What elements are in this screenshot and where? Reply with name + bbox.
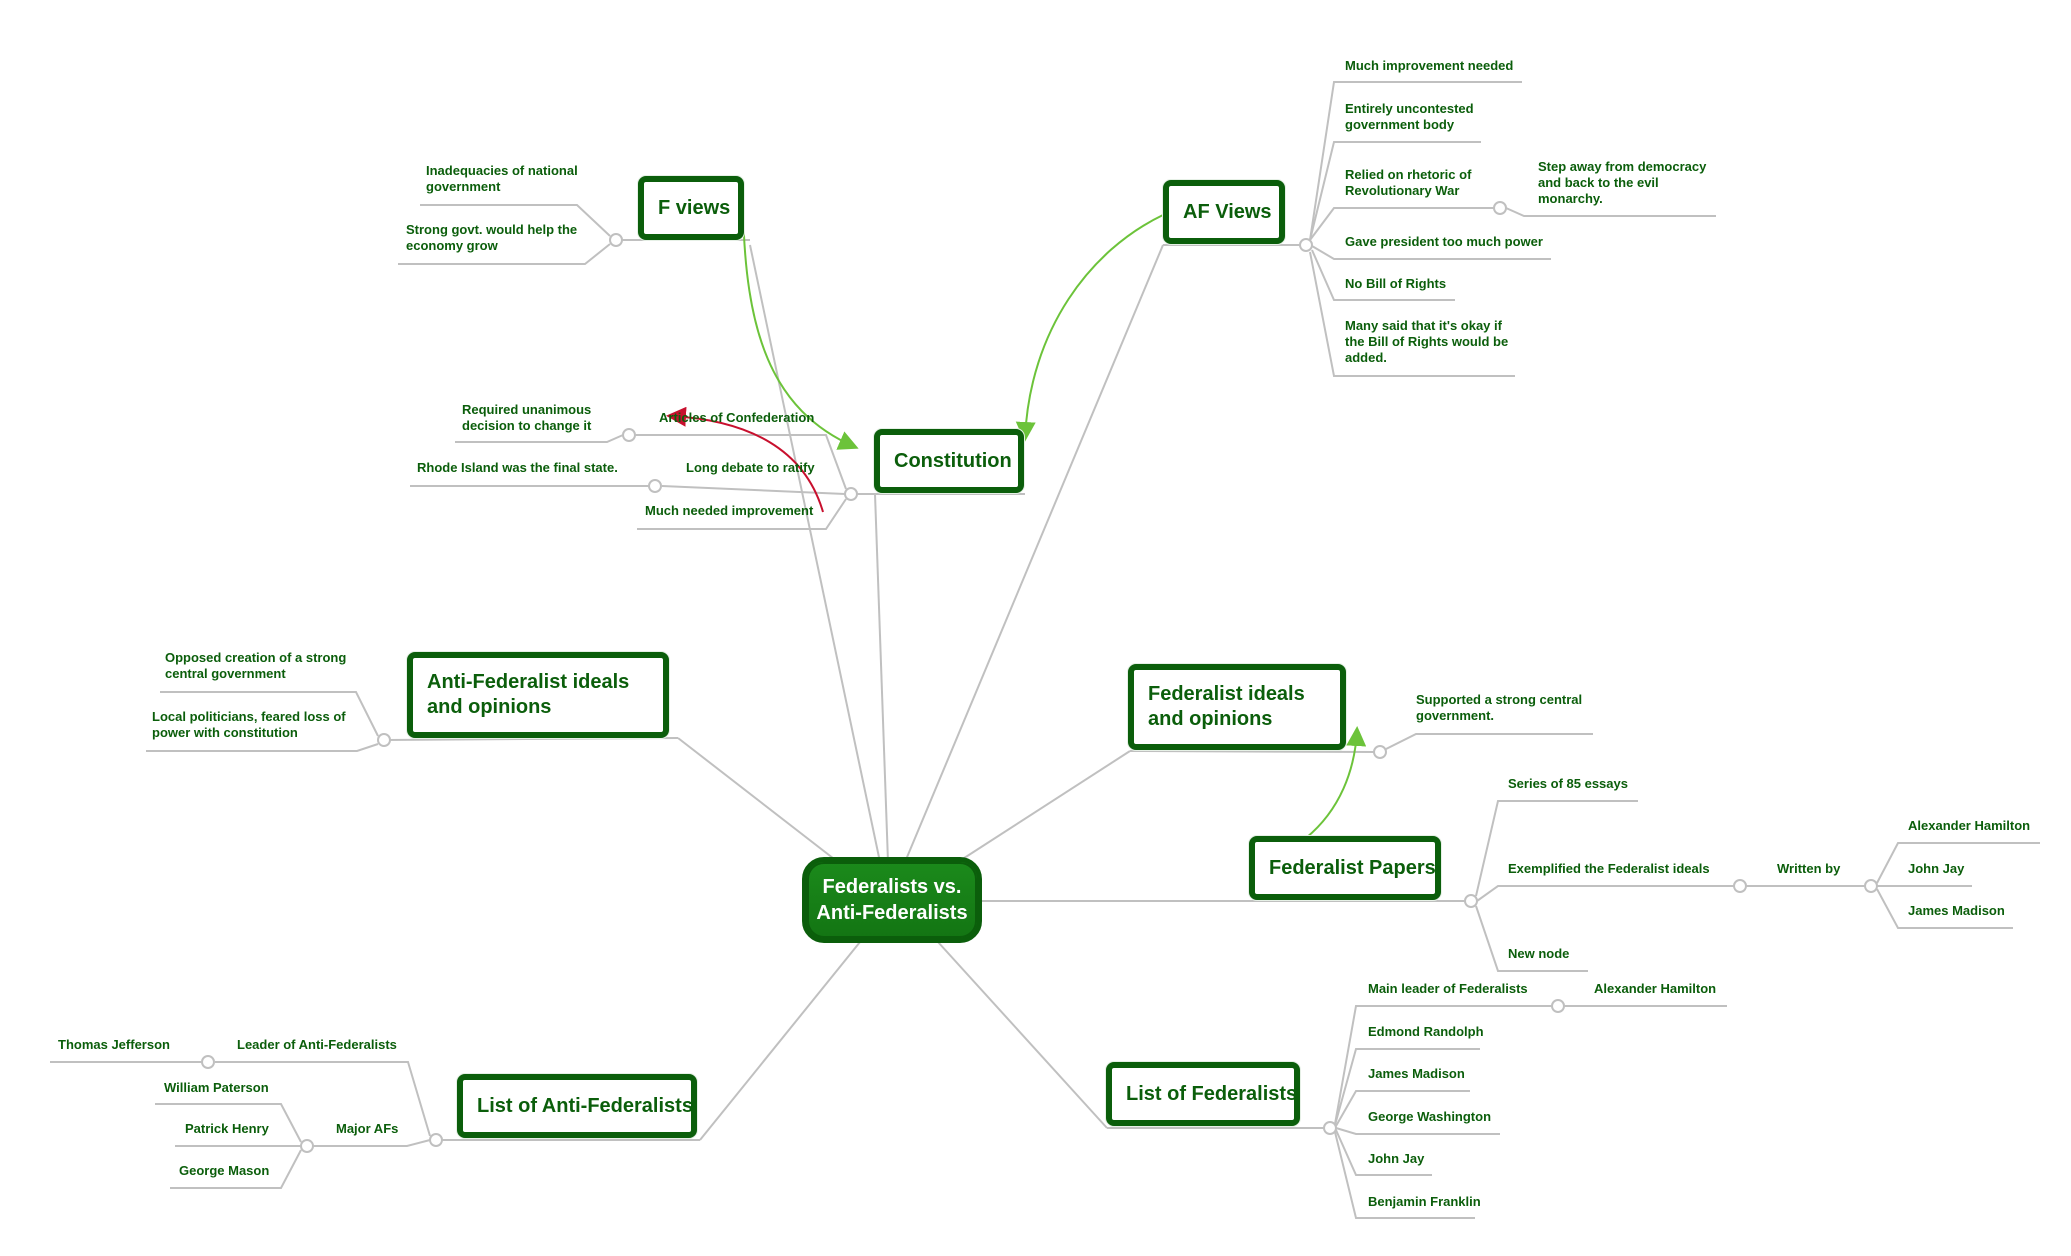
- topic-list-of-anti-federalists[interactable]: List of Anti-Federalists: [457, 1074, 697, 1138]
- subtopic-exemplified-ideals[interactable]: Exemplified the Federalist ideals: [1508, 861, 1710, 876]
- topic-constitution-label: Constitution: [894, 449, 1012, 472]
- subtopic-local-politicians[interactable]: Local politicians, feared loss of power …: [152, 709, 346, 740]
- topic-list-of-federalists[interactable]: List of Federalists: [1106, 1062, 1300, 1126]
- topic-anti-federalist-ideals[interactable]: Anti-Federalist ideals and opinions: [407, 652, 669, 738]
- subtopic-john-jay[interactable]: John Jay: [1368, 1151, 1425, 1166]
- subtopic-main-leader-federalists[interactable]: Main leader of Federalists: [1368, 981, 1528, 996]
- subtopic-step-away-democracy[interactable]: Step away from democracy and back to the…: [1538, 159, 1707, 206]
- subtopic-edmond-randolph[interactable]: Edmond Randolph: [1368, 1024, 1484, 1039]
- relationship-f-views-to-constitution: [742, 205, 859, 450]
- subtopic-long-debate[interactable]: Long debate to ratify: [686, 460, 815, 475]
- subtopic-author-jay[interactable]: John Jay: [1908, 861, 1965, 876]
- subtopic-george-washington[interactable]: George Washington: [1368, 1109, 1492, 1124]
- subtopic-no-bill-of-rights[interactable]: No Bill of Rights: [1345, 276, 1447, 291]
- topic-anti-federalist-ideals-label: Anti-Federalist ideals and opinions: [427, 671, 630, 718]
- subtopic-president-power[interactable]: Gave president too much power: [1345, 234, 1543, 249]
- subtopic-new-node[interactable]: New node: [1508, 946, 1570, 961]
- subtopic-patrick-henry[interactable]: Patrick Henry: [185, 1121, 269, 1136]
- subtopic-unanimous-decision[interactable]: Required unanimous decision to change it: [462, 402, 592, 433]
- subtopic-inadequacies[interactable]: Inadequacies of national government: [426, 163, 578, 194]
- relationship-af-views-to-constitution: [1015, 214, 1164, 442]
- subtopic-thomas-jefferson[interactable]: Thomas Jefferson: [58, 1037, 170, 1052]
- relationship-fed-papers-to-fed-ideals: [1305, 726, 1367, 839]
- branch-to-constitution: [874, 493, 889, 863]
- subtopic-rhetoric-revolutionary-war[interactable]: Relied on rhetoric of Revolutionary War: [1345, 167, 1472, 198]
- topic-constitution[interactable]: Constitution: [874, 429, 1024, 493]
- topic-federalist-ideals-label: Federalist ideals and opinions: [1148, 683, 1305, 730]
- topic-f-views-label: F views: [658, 196, 731, 219]
- topic-f-views[interactable]: F views: [638, 176, 744, 240]
- subtopic-much-needed-improvement[interactable]: Much needed improvement: [645, 503, 814, 518]
- subtopic-supported-strong-government[interactable]: Supported a strong central government.: [1416, 692, 1583, 723]
- branch-to-af-views: [904, 244, 1164, 863]
- central-topic[interactable]: Federalists vs. Anti-Federalists: [802, 857, 982, 943]
- topic-federalist-papers-label: Federalist Papers: [1269, 856, 1436, 879]
- subtopic-author-madison[interactable]: James Madison: [1908, 903, 2005, 918]
- branch-to-list-anti-feds: [699, 941, 861, 1141]
- subtopic-uncontested-government[interactable]: Entirely uncontested government body: [1345, 101, 1474, 132]
- branch-to-fed-ideals: [957, 750, 1131, 863]
- subtopic-william-paterson[interactable]: William Paterson: [164, 1080, 269, 1095]
- relationship-improvement-to-articles: [666, 406, 824, 513]
- topic-list-of-anti-federalists-label: List of Anti-Federalists: [477, 1094, 693, 1117]
- subtopic-leader-anti-federalists[interactable]: Leader of Anti-Federalists: [237, 1037, 397, 1052]
- topic-federalist-papers[interactable]: Federalist Papers: [1249, 836, 1441, 900]
- subtopic-james-madison[interactable]: James Madison: [1368, 1066, 1465, 1081]
- subtopic-series-of-85-essays[interactable]: Series of 85 essays: [1508, 776, 1628, 791]
- subtopic-opposed-strong-government[interactable]: Opposed creation of a strong central gov…: [165, 650, 347, 681]
- subtopic-strong-govt-economy[interactable]: Strong govt. would help the economy grow: [406, 222, 578, 253]
- topic-list-of-federalists-label: List of Federalists: [1126, 1082, 1298, 1105]
- subtopic-articles-of-confederation[interactable]: Articles of Confederation: [659, 410, 815, 425]
- topic-af-views[interactable]: AF Views: [1163, 180, 1285, 244]
- subtopic-rhode-island[interactable]: Rhode Island was the final state.: [417, 460, 618, 475]
- subtopic-main-leader-hamilton[interactable]: Alexander Hamilton: [1594, 981, 1717, 996]
- subtopic-much-improvement-needed[interactable]: Much improvement needed: [1345, 58, 1514, 73]
- subtopic-benjamin-franklin[interactable]: Benjamin Franklin: [1368, 1194, 1481, 1209]
- branch-to-anti-fed-ideals: [677, 737, 839, 863]
- subtopic-major-afs[interactable]: Major AFs: [336, 1121, 399, 1136]
- subtopic-george-mason[interactable]: George Mason: [179, 1163, 270, 1178]
- central-topic-title: Federalists vs. Anti-Federalists: [816, 876, 968, 924]
- subtopic-written-by[interactable]: Written by: [1777, 861, 1841, 876]
- topic-federalist-ideals[interactable]: Federalist ideals and opinions: [1128, 664, 1346, 750]
- subtopic-bill-of-rights-added[interactable]: Many said that it's okay if the Bill of …: [1345, 318, 1509, 365]
- branch-to-f-views: [749, 244, 881, 863]
- subtopic-author-hamilton[interactable]: Alexander Hamilton: [1908, 818, 2031, 833]
- branch-to-list-feds: [937, 941, 1108, 1129]
- topic-af-views-label: AF Views: [1183, 200, 1272, 223]
